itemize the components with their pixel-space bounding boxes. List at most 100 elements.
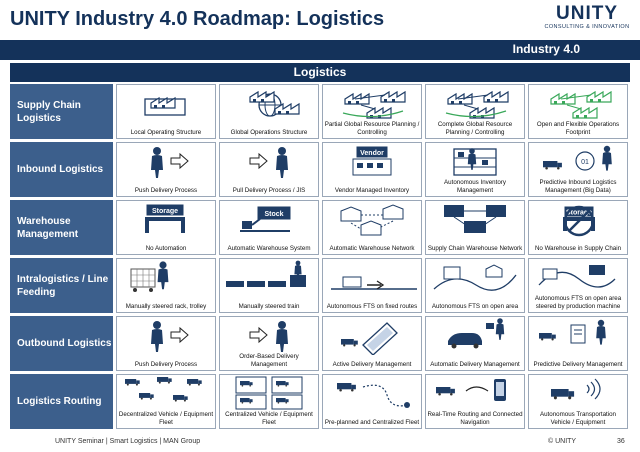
roadmap-cell: Global Operations Structure (219, 84, 319, 139)
row-header: Logistics Routing (10, 374, 113, 429)
section-title: Logistics (10, 63, 630, 82)
page-number: 36 (617, 438, 625, 445)
autonomous-truck-icon (551, 378, 601, 400)
fts-machine-icon (538, 265, 616, 288)
cell-caption: Manually steered rack, trolley (125, 302, 207, 310)
roadmap-cell: Pre-planned and Centralized Fleet (322, 374, 422, 429)
roadmap-cell: Push Delivery Process (116, 142, 216, 197)
roadmap-cell: Predictive Delivery Management (528, 316, 628, 371)
roadmap-cell: Active Delivery Management (322, 316, 422, 371)
roadmap-cell: Open and Flexible Operations Footprint (528, 84, 628, 139)
roadmap-cell: Storage No Warehouse in Supply Chain (528, 200, 628, 255)
train-icon (226, 260, 306, 287)
cell-caption: Autonomous FTS on open area (431, 302, 519, 310)
truck-route-icon (337, 383, 410, 408)
arrow-person-icon (249, 321, 288, 352)
shelves-icon (453, 148, 497, 176)
cell-caption: Automatic Delivery Management (430, 360, 520, 368)
cell-caption: No Automation (145, 244, 187, 252)
cell-caption: Automatic Warehouse System (227, 244, 311, 252)
bigdata-icon: 01 (543, 145, 612, 171)
cell-caption: Autonomous Inventory Management (444, 179, 506, 194)
logo-tagline: CONSULTING & INNOVATION (544, 24, 630, 30)
roadmap-cell: Local Operating Structure (116, 84, 216, 139)
roadmap-cell: Centralized Vehicle / Equipment Fleet (219, 374, 319, 429)
roadmap-cell: Manually steered train (219, 258, 319, 313)
fts-open-icon (433, 264, 517, 291)
cell-caption: Autonomous FTS on open area steered by p… (534, 295, 622, 310)
trucks-icon (125, 377, 202, 402)
cell-caption: Automatic Warehouse Network (329, 244, 415, 252)
logo-name: UNITY (556, 3, 618, 24)
roadmap-cell: Decentralized Vehicle / Equipment Fleet (116, 374, 216, 429)
roadmap-cell: Push Delivery Process (116, 316, 216, 371)
row-header: Warehouse Management (10, 200, 113, 255)
roadmap-cell: Storage No Automation (116, 200, 216, 255)
cell-caption: Predictive Delivery Management (533, 360, 623, 368)
roadmap-cell: Manually steered rack, trolley (116, 258, 216, 313)
fts-fixed-icon (331, 276, 417, 290)
svg-text:Vendor: Vendor (360, 150, 384, 157)
phone-truck-icon (436, 379, 506, 401)
network-icon (342, 90, 406, 119)
cell-caption: Supply Chain Warehouse Network (427, 244, 523, 252)
roadmap-cell: Autonomous Transportation Vehicle / Equi… (528, 374, 628, 429)
footer-copyright: © UNITY (548, 438, 577, 445)
globe-icon (249, 90, 300, 117)
cell-caption: Predictive Inbound Logistics Management … (539, 179, 617, 194)
chain-network-icon (444, 205, 506, 233)
cell-caption: Partial Global Resource Planning / Contr… (324, 121, 420, 136)
roadmap-cell: Complete Global Resource Planning / Cont… (425, 84, 525, 139)
roadmap-cell: Autonomous Inventory Management (425, 142, 525, 197)
cell-caption: No Warehouse in Supply Chain (534, 244, 622, 252)
factory-icon (144, 96, 186, 116)
person-arrow-icon (151, 321, 189, 352)
cell-caption: Push Delivery Process (134, 360, 198, 368)
cell-caption: Centralized Vehicle / Equipment Fleet (225, 411, 313, 426)
roadmap-cell: Supply Chain Warehouse Network (425, 200, 525, 255)
no-storage-icon: Storage (563, 205, 595, 237)
cell-caption: Open and Flexible Operations Footprint (536, 121, 620, 136)
svg-text:Storage: Storage (152, 208, 178, 215)
unity-logo: UNITY CONSULTING & INNOVATION (542, 3, 632, 31)
cell-caption: Pull Delivery Process / JIS (232, 186, 306, 194)
predictive-icon (539, 319, 606, 345)
roadmap-cell: Autonomous FTS on fixed routes (322, 258, 422, 313)
person-arrow-icon (151, 147, 189, 178)
warehouse-network-icon (340, 204, 404, 236)
tablet-icon (341, 322, 398, 355)
roadmap-cell: Autonomous FTS on open area (425, 258, 525, 313)
cell-caption: Active Delivery Management (332, 360, 412, 368)
row-header: Supply Chain Logistics (10, 84, 113, 139)
roadmap-cell: Automatic Warehouse Network (322, 200, 422, 255)
footer-text: UNITY Seminar | Smart Logistics | MAN Gr… (55, 438, 201, 445)
cell-caption: Order-Based Delivery Management (239, 353, 299, 368)
cell-caption: Autonomous Transportation Vehicle / Equi… (539, 411, 616, 426)
page-title: UNITY Industry 4.0 Roadmap: Logistics (10, 8, 385, 30)
stock-icon: Stock (240, 206, 291, 232)
roadmap-cell: Autonomous FTS on open area steered by p… (528, 258, 628, 313)
roadmap-cell: Order-Based Delivery Management (219, 316, 319, 371)
cell-caption: Complete Global Resource Planning / Cont… (437, 121, 513, 136)
band-label: Industry 4.0 (512, 42, 580, 56)
cell-caption: Manually steered train (238, 302, 300, 310)
svg-text:Stock: Stock (264, 211, 283, 218)
roadmap-cell: Automatic Delivery Management (425, 316, 525, 371)
roadmap-cell: Partial Global Resource Planning / Contr… (322, 84, 422, 139)
network-green-icon (550, 90, 612, 119)
svg-text:01: 01 (581, 159, 589, 166)
network-icon (445, 90, 509, 119)
roadmap-row: Warehouse Management Storage No Automation… (10, 200, 630, 255)
cell-caption: Local Operating Structure (130, 128, 202, 136)
cell-caption: Vendor Managed Inventory (334, 186, 410, 194)
svg-text:Storage: Storage (566, 210, 592, 217)
row-header: Intralogistics / Line Feeding (10, 258, 113, 313)
car-icon (448, 318, 505, 349)
